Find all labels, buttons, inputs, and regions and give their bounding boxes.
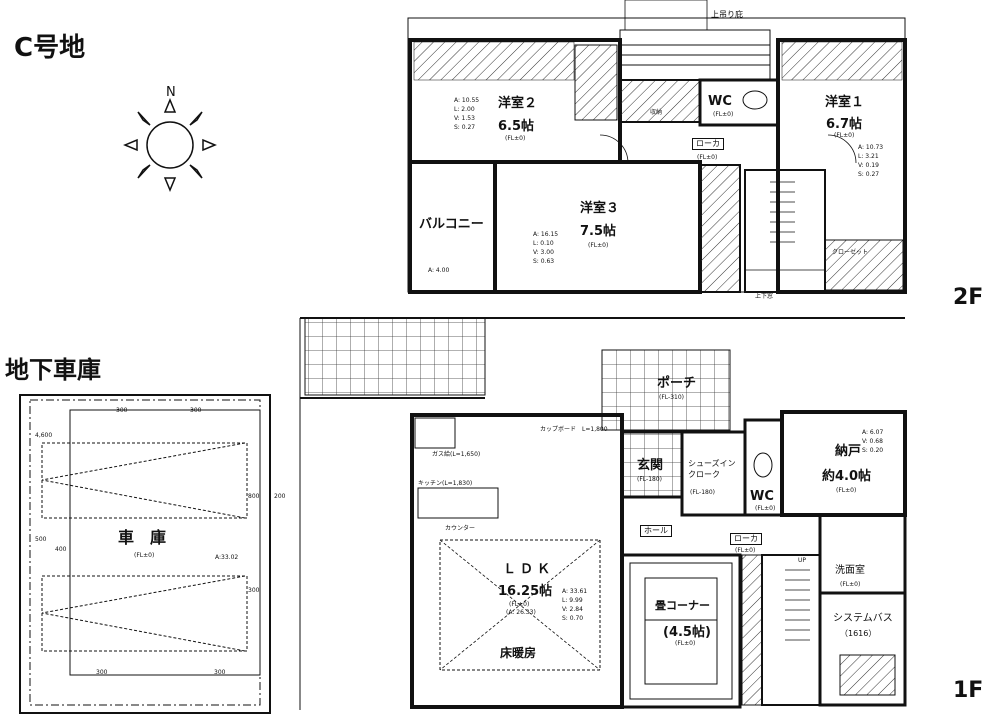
room-ldk-size: 16.25帖 bbox=[498, 584, 553, 599]
window-label: 上下窓 bbox=[755, 293, 774, 300]
room-yoshitsu3-name: 洋室３ bbox=[580, 201, 620, 216]
room-washroom-name: 洗面室 bbox=[835, 565, 865, 576]
room-bath-name: システムバス bbox=[833, 613, 893, 624]
room-yoshitsu1-name: 洋室１ bbox=[825, 95, 865, 110]
first-floor-plan bbox=[299, 317, 907, 710]
garage-room-label: 車 庫 bbox=[118, 528, 167, 547]
compass-sun-icon bbox=[123, 98, 217, 192]
garage-dim: 500 bbox=[35, 536, 47, 543]
room-balcony-area: A: 4.00 bbox=[428, 267, 450, 274]
room-porch-name: ポーチ bbox=[657, 376, 697, 391]
kitchen-label: キッチン(L=1,830) bbox=[418, 480, 473, 487]
compass-north-label: N bbox=[166, 85, 176, 100]
counter-label: カウンター bbox=[445, 525, 476, 532]
room-shoes-closet-name: シューズイン bbox=[688, 459, 736, 468]
room-yoshitsu2-fl: (FL±0) bbox=[505, 135, 526, 142]
room-wc-2f-fl: (FL±0) bbox=[713, 111, 734, 118]
garage-dim: 300 bbox=[116, 407, 128, 414]
garage-dim: 300 bbox=[190, 407, 202, 414]
room-ldk-name: ＬＤＫ bbox=[503, 562, 555, 577]
room-genkan-fl: (FL-180) bbox=[637, 476, 662, 483]
room-wc-1f-name: WC bbox=[750, 489, 774, 504]
room-ldk-fl: (FL±0) bbox=[509, 601, 530, 608]
room-yoshitsu3-size: 7.5帖 bbox=[580, 224, 617, 239]
room-nando-size: 約4.0帖 bbox=[822, 469, 872, 484]
room-yoshitsu3-fl: (FL±0) bbox=[588, 242, 609, 249]
room-tatami-fl: (FL±0) bbox=[675, 640, 696, 647]
garage-area: A:33.02 bbox=[215, 554, 239, 561]
floor-label-1f: 1F bbox=[953, 678, 984, 703]
hall-label: ホール bbox=[640, 525, 672, 537]
floor-label-2f: 2F bbox=[953, 285, 984, 310]
garage-dim: 300 bbox=[248, 587, 260, 594]
garage-dim: 300 bbox=[96, 669, 108, 676]
room-wc-2f-name: WC bbox=[708, 94, 732, 109]
garage-fl: (FL±0) bbox=[134, 552, 155, 559]
garage-dim: 800 bbox=[248, 493, 260, 500]
second-floor-plan bbox=[407, 0, 907, 294]
room-yoshitsu2-name: 洋室２ bbox=[498, 96, 538, 111]
canopy-label: 上吊り庇 bbox=[711, 10, 743, 19]
cupboard-label: カップボード L=1,800 bbox=[540, 426, 608, 433]
hallway-label-2f: ローカ bbox=[692, 138, 724, 150]
garage-dim: 4,600 bbox=[35, 432, 53, 439]
room-shoes-closet-name2: クローク bbox=[688, 470, 720, 479]
room-tatami-name: 畳コーナー bbox=[655, 599, 710, 612]
room-yoshitsu1-fl: (FL±0) bbox=[834, 132, 855, 139]
room-porch-fl: (FL-310) bbox=[659, 394, 684, 401]
room-wc-1f-fl: (FL±0) bbox=[755, 505, 776, 512]
hallway-label-1f: ローカ bbox=[730, 533, 762, 545]
room-nando-name: 納戸 bbox=[835, 444, 862, 459]
room-balcony-name: バルコニー bbox=[419, 217, 484, 232]
room-yoshitsu1-size: 6.7帖 bbox=[826, 117, 863, 132]
room-bath-size: （1616） bbox=[840, 629, 877, 638]
garage-dim: 400 bbox=[55, 546, 67, 553]
room-tatami-size: (4.5帖) bbox=[663, 625, 711, 640]
room-ldk-area-extra: (A: 26.33) bbox=[506, 609, 536, 616]
room-washroom-fl: (FL±0) bbox=[840, 581, 861, 588]
gas-label: ガス給(L=1,650) bbox=[432, 451, 481, 458]
garage-dim: 200 bbox=[274, 493, 286, 500]
page-title: C号地 bbox=[14, 33, 86, 63]
room-genkan-name: 玄関 bbox=[637, 458, 664, 473]
garage-title: 地下車庫 bbox=[5, 356, 101, 384]
room-yoshitsu2-size: 6.5帖 bbox=[498, 119, 535, 134]
floor-heating-label: 床暖房 bbox=[500, 646, 537, 660]
storage-label: 収納 bbox=[650, 109, 663, 116]
stairs-up-label: UP bbox=[798, 557, 807, 564]
garage-dim: 300 bbox=[214, 669, 226, 676]
room-nando-fl: (FL±0) bbox=[836, 487, 857, 494]
closet-label: クローゼット bbox=[832, 249, 869, 256]
room-shoes-closet-fl: (FL-180) bbox=[690, 489, 715, 496]
hallway-fl-2f: (FL±0) bbox=[697, 154, 718, 161]
garage-plan bbox=[19, 394, 271, 714]
hallway-fl-1f: (FL±0) bbox=[735, 547, 756, 554]
